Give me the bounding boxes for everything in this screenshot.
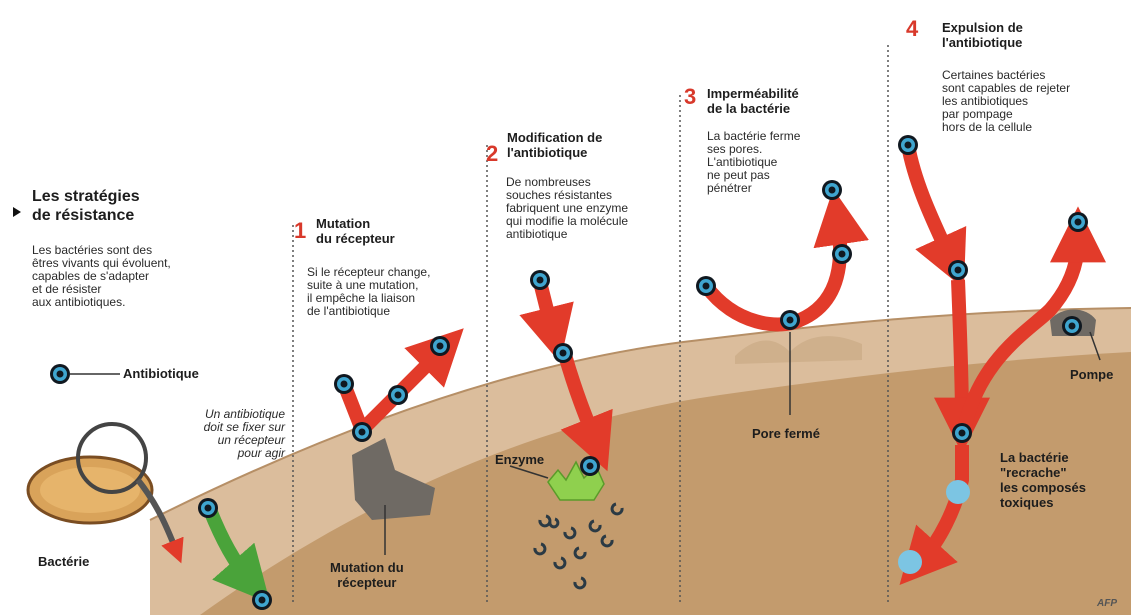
- step-2-number: 2: [486, 141, 499, 166]
- bounce-arrow-step3: [700, 188, 869, 332]
- antibiotic-molecule: [430, 336, 450, 356]
- antibiotic-molecule: [198, 498, 218, 518]
- antibiotic-molecule: [948, 260, 968, 280]
- legend-antibiotic-icon: [50, 364, 70, 384]
- entry-arrow-step4: [901, 143, 967, 289]
- step-1-text: Si le récepteur change, suite à une muta…: [307, 265, 431, 318]
- step-4-text: Certaines bactéries sont capables de rej…: [942, 68, 1071, 134]
- entry-arrow-step4b: [933, 279, 990, 454]
- entry-arrow-step2b: [558, 353, 613, 472]
- step-2-text: De nombreuses souches résistantes fabriq…: [506, 175, 629, 241]
- receptor-binding-arrow: [203, 507, 271, 604]
- antibiotic-fragments: [533, 502, 624, 590]
- antibiotic-molecule: [553, 343, 573, 363]
- bacterial-interior: [200, 352, 1131, 615]
- antibiotic-molecule: [580, 456, 600, 476]
- intro-title: Les stratégies de résistance: [32, 188, 140, 224]
- enzyme-pointer-line: [509, 465, 549, 479]
- antibiotic-molecule: [1068, 212, 1088, 232]
- antibiotic-molecule: [898, 135, 918, 155]
- section-dividers: [292, 45, 889, 605]
- closed-pore: [735, 336, 862, 364]
- step-3-title: Imperméabilité de la bactérie: [707, 86, 799, 116]
- source-credit: AFP: [1097, 598, 1117, 609]
- step-4-caption: Pompe: [1070, 367, 1114, 382]
- legend-antibiotic-label: Antibiotique: [123, 366, 199, 381]
- toxic-compound: [898, 550, 922, 574]
- step-3-caption: Pore fermé: [752, 426, 820, 441]
- step-1-caption: Mutation du récepteur: [330, 560, 404, 590]
- antibiotic-molecule: [1062, 316, 1082, 336]
- intro-bullet-icon: [13, 207, 21, 217]
- antibiotic-molecule: [530, 270, 550, 290]
- step-2-caption: Enzyme: [495, 452, 545, 467]
- bacterium-illustration: [26, 422, 184, 564]
- legend-bacteria-label: Bactérie: [38, 554, 90, 569]
- antibiotic-molecule: [252, 590, 272, 610]
- step-3-text: La bactérie ferme ses pores. L'antibioti…: [707, 129, 801, 195]
- step-4-note: La bactérie "recrache" les composés toxi…: [1000, 450, 1086, 510]
- step-3-number: 3: [684, 84, 697, 109]
- antibiotic-molecule: [388, 385, 408, 405]
- toxic-compound: [946, 480, 970, 504]
- expel-arrow-step4: [955, 206, 1106, 442]
- pump-pointer-line: [1089, 331, 1101, 361]
- intro-text: Les bactéries sont des êtres vivants qui…: [32, 243, 171, 309]
- antibiotic-molecule: [832, 244, 852, 264]
- step-4-number: 4: [906, 16, 919, 41]
- legend-receptor-note: Un antibiotique doit se fixer sur un réc…: [203, 407, 285, 460]
- antibiotic-molecule: [352, 422, 372, 442]
- step-1-number: 1: [294, 218, 307, 243]
- antibiotic-molecule: [952, 423, 972, 443]
- mutated-receptor: [352, 438, 435, 520]
- step-4-title: Expulsion de l'antibiotique: [942, 20, 1023, 50]
- antibiotic-molecule: [334, 374, 354, 394]
- antibiotic-molecule: [696, 276, 716, 296]
- step-2-title: Modification de l'antibiotique: [507, 130, 603, 160]
- entry-arrow-step2: [519, 280, 574, 363]
- antibiotic-molecule: [780, 310, 800, 330]
- step-1-title: Mutation du récepteur: [316, 216, 395, 246]
